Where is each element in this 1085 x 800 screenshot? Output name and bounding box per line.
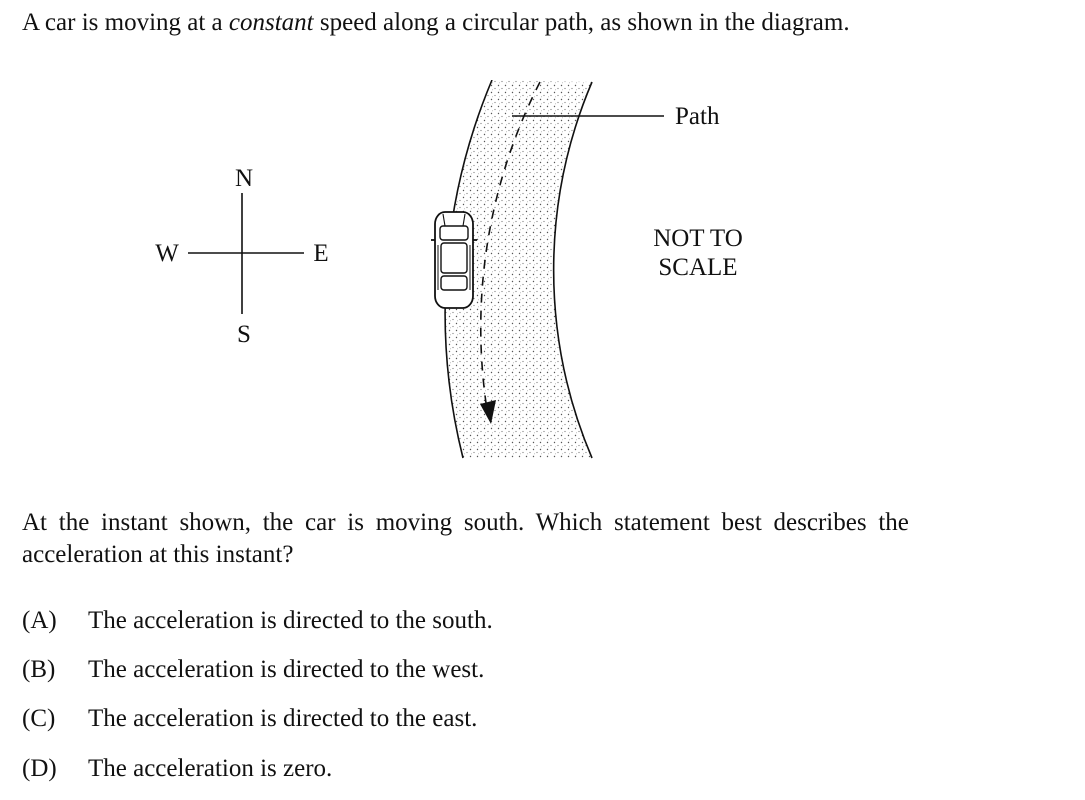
road-inner-edge: [552, 81, 593, 459]
choice-text: The acceleration is zero.: [88, 755, 333, 782]
compass-south-label: S: [237, 321, 251, 348]
choice-text: The acceleration is directed to the west…: [88, 656, 485, 683]
choice-text: The acceleration is directed to the east…: [88, 705, 478, 732]
path-dashed-line: [480, 81, 541, 417]
compass-east-label: E: [313, 240, 328, 267]
question-prompt-line1: At the instant shown, the car is moving …: [22, 509, 909, 536]
question-intro: A car is moving at a constant speed alon…: [22, 7, 850, 39]
question-prompt-line2: acceleration at this instant?: [22, 541, 294, 568]
compass-west-label: W: [155, 240, 179, 267]
compass-rose: N S E W: [155, 165, 328, 348]
intro-text-before: A car is moving at a: [22, 9, 229, 36]
car-hood-line-right: [462, 213, 466, 227]
intro-text-after: speed along a circular path, as shown in…: [313, 9, 850, 36]
car-top-view: [431, 211, 477, 309]
direction-arrowhead: [480, 400, 496, 424]
car-windshield: [439, 225, 469, 241]
compass-north-label: N: [235, 165, 253, 192]
scale-note-line2: SCALE: [658, 254, 737, 281]
choice-letter: (C): [22, 705, 56, 732]
car-hood-line-left: [442, 213, 446, 227]
choice-letter: (A): [22, 607, 57, 634]
choice-letter: (B): [22, 656, 56, 683]
answer-choice-c[interactable]: (C) The acceleration is directed to the e…: [22, 703, 477, 735]
choice-text: The acceleration is directed to the sout…: [88, 607, 493, 634]
car-roof: [440, 242, 468, 274]
answer-choice-b[interactable]: (B) The acceleration is directed to the w…: [22, 654, 484, 686]
intro-emphasis: constant: [228, 9, 314, 36]
car-rear-window: [440, 275, 468, 291]
scale-note-line1: NOT TO: [653, 225, 743, 252]
answer-choice-a[interactable]: (A) The acceleration is directed to the s…: [22, 605, 493, 637]
path-label: Path: [675, 103, 720, 130]
choice-letter: (D): [22, 755, 57, 782]
answer-choice-d[interactable]: (D) The acceleration is zero.: [22, 753, 332, 785]
